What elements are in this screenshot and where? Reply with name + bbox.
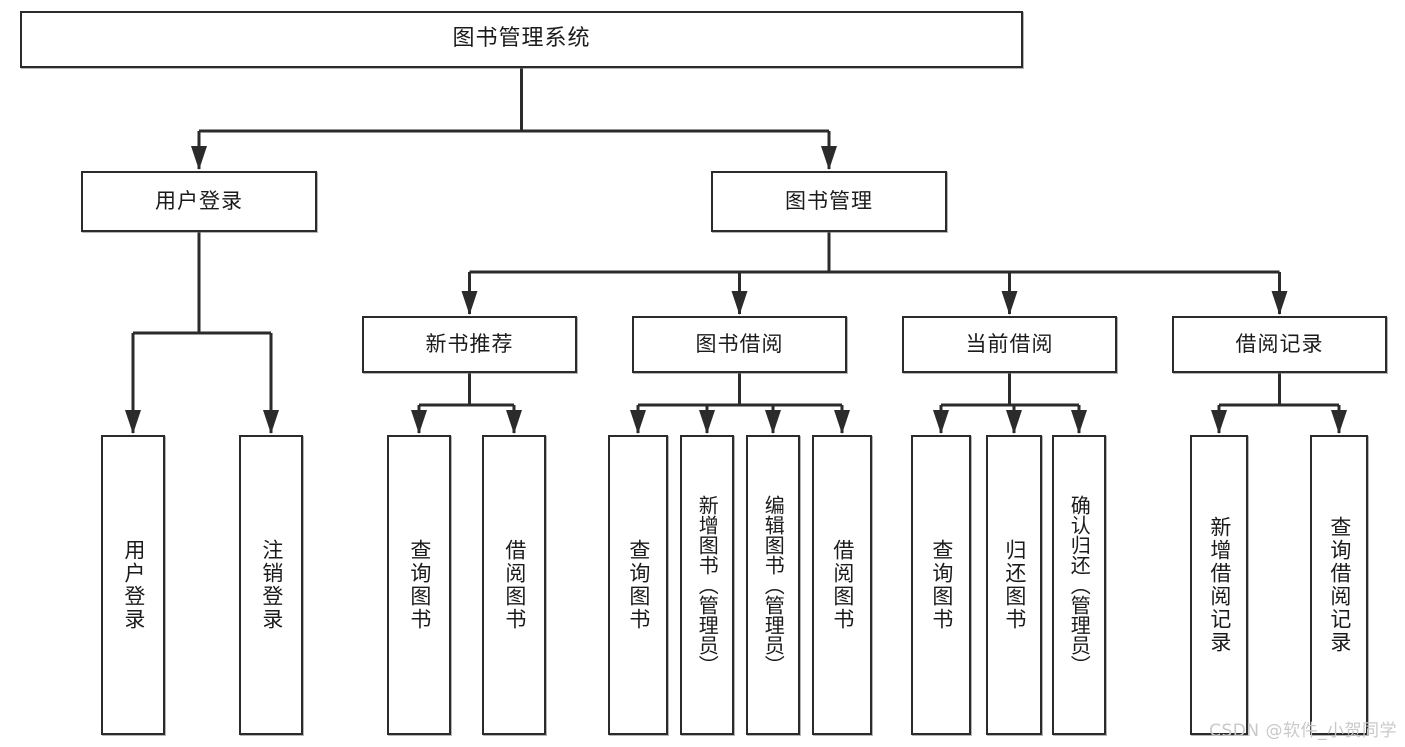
node-leaf-query-borrow-record[interactable]: 查询借阅记录 xyxy=(1310,435,1368,735)
node-label: 编辑图书（管理员） xyxy=(761,495,786,675)
node-label: 借阅图书 xyxy=(502,539,527,631)
node-label: 用户登录 xyxy=(155,188,243,213)
node-label: 新书推荐 xyxy=(425,331,514,356)
node-leaf-edit-book[interactable]: 编辑图书（管理员） xyxy=(746,435,800,735)
node-leaf-borrow-book-recommend[interactable]: 借阅图书 xyxy=(482,435,546,735)
node-root-system[interactable]: 图书管理系统 xyxy=(20,11,1023,68)
node-current-borrow[interactable]: 当前借阅 xyxy=(902,316,1117,373)
node-new-book-recommend[interactable]: 新书推荐 xyxy=(362,316,577,373)
node-book-manage[interactable]: 图书管理 xyxy=(711,171,947,232)
node-label: 当前借阅 xyxy=(965,331,1054,356)
node-book-borrow[interactable]: 图书借阅 xyxy=(632,316,847,373)
node-leaf-return-book[interactable]: 归还图书 xyxy=(986,435,1042,735)
node-leaf-add-borrow-record[interactable]: 新增借阅记录 xyxy=(1190,435,1248,735)
node-borrow-record[interactable]: 借阅记录 xyxy=(1172,316,1387,373)
node-label: 新增借阅记录 xyxy=(1207,516,1232,654)
node-leaf-borrow-book[interactable]: 借阅图书 xyxy=(812,435,872,735)
node-label: 图书借阅 xyxy=(695,331,784,356)
node-label: 确认归还（管理员） xyxy=(1067,495,1092,675)
node-label: 查询图书 xyxy=(407,539,432,631)
csdn-watermark: CSDN @软件_小贺同学 xyxy=(1209,721,1397,741)
node-label: 借阅记录 xyxy=(1235,331,1324,356)
node-label: 注销登录 xyxy=(259,539,284,631)
node-user-login[interactable]: 用户登录 xyxy=(81,171,317,232)
node-leaf-logout[interactable]: 注销登录 xyxy=(239,435,303,735)
node-leaf-user-login[interactable]: 用户登录 xyxy=(101,435,165,735)
node-label: 用户登录 xyxy=(121,539,146,631)
node-label: 图书管理系统 xyxy=(452,26,591,52)
node-label: 图书管理 xyxy=(785,188,873,213)
node-leaf-query-book-borrow[interactable]: 查询图书 xyxy=(608,435,668,735)
node-leaf-confirm-return[interactable]: 确认归还（管理员） xyxy=(1052,435,1106,735)
node-label: 查询图书 xyxy=(626,539,651,631)
node-label: 查询图书 xyxy=(929,539,954,631)
node-label: 借阅图书 xyxy=(830,539,855,631)
node-label: 新增图书（管理员） xyxy=(695,495,720,675)
node-leaf-query-book-current[interactable]: 查询图书 xyxy=(911,435,971,735)
node-label: 归还图书 xyxy=(1002,539,1027,631)
node-label: 查询借阅记录 xyxy=(1327,516,1352,654)
node-leaf-add-book[interactable]: 新增图书（管理员） xyxy=(680,435,734,735)
node-leaf-query-book-recommend[interactable]: 查询图书 xyxy=(387,435,451,735)
